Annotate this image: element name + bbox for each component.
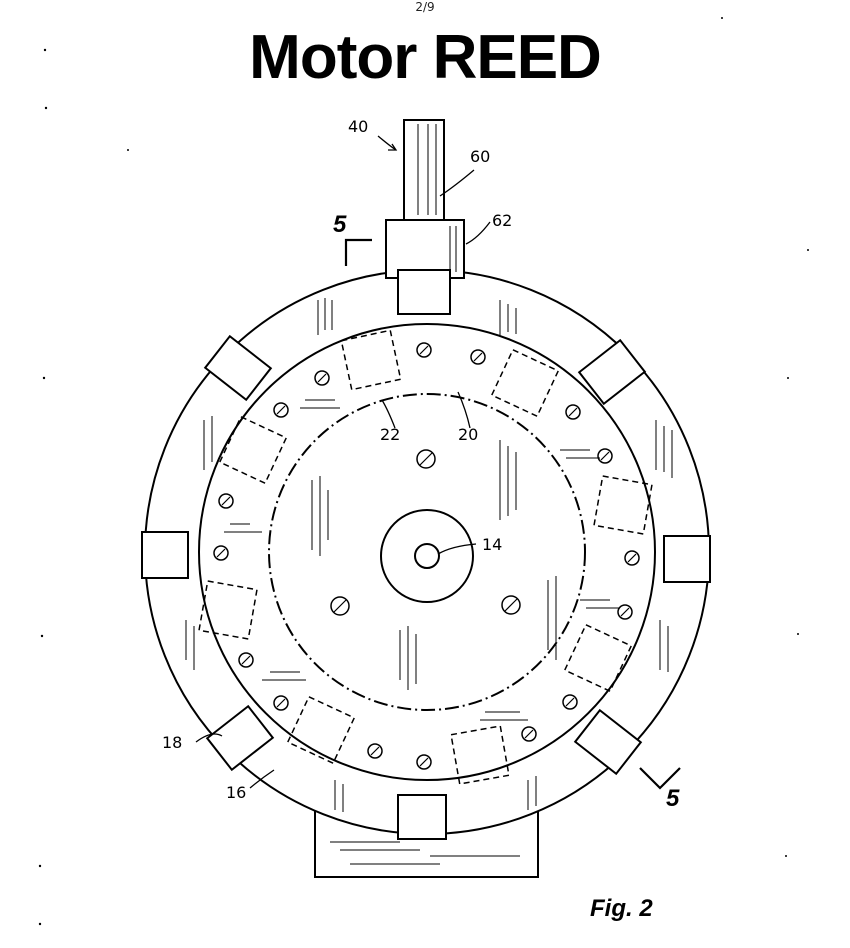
outer-ring-inner-edge (198, 323, 656, 781)
section-mark-top: 5 (333, 211, 347, 238)
label-stator-ring: 16 (226, 783, 246, 802)
rotor-pockets (198, 329, 653, 785)
rotor-dashed-circle (268, 393, 586, 711)
hub-bore (414, 543, 440, 569)
magnet-bottom (397, 794, 447, 840)
magnet-left (141, 531, 189, 579)
section-mark-bottom: 5 (666, 785, 680, 812)
label-pocket: 22 (380, 425, 400, 444)
shaft (403, 119, 445, 221)
hub-outer (380, 509, 474, 603)
shading-hatches (185, 298, 673, 812)
figure-label: Fig. 2 (590, 895, 653, 922)
base-hatching (330, 841, 520, 865)
magnet-lower-left (205, 704, 275, 772)
label-rotor: 20 (458, 425, 478, 444)
label-magnet: 18 (162, 733, 182, 752)
label-shaft: 60 (470, 147, 490, 166)
label-shaft-assembly: 40 (348, 117, 368, 136)
page-title: Motor REED (249, 23, 602, 92)
magnets (141, 269, 711, 840)
label-collar: 62 (492, 211, 512, 230)
magnet-right (663, 535, 711, 583)
base-mount (314, 810, 539, 878)
scan-specks (38, 17, 809, 926)
magnet-lower-right (573, 708, 643, 776)
magnet-upper-right (577, 338, 647, 406)
magnet-upper-left (203, 334, 273, 402)
label-hub: 14 (482, 535, 502, 554)
magnet-top (397, 269, 451, 315)
page-number: 2/9 (415, 0, 435, 14)
